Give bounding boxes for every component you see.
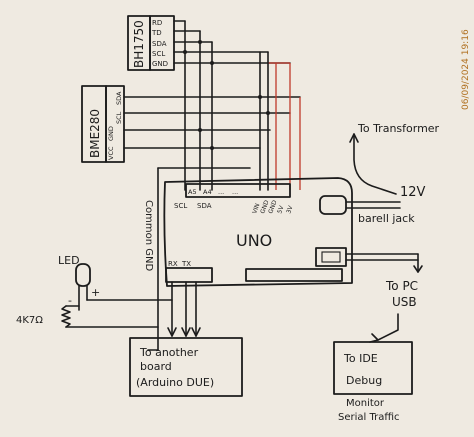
- uno-label: UNO: [236, 231, 272, 250]
- usb-connection: To PC USB: [345, 253, 423, 343]
- uno-top-header: [185, 183, 291, 198]
- photo-timestamp: 06/09/2024 19:16: [461, 29, 471, 110]
- uno-pin-rx: RX: [168, 260, 178, 268]
- uno-scl-label: SCL: [174, 202, 187, 210]
- bme280-pin-vcc: VCC: [107, 146, 115, 160]
- power-input: To Transformer 12V barell jack: [345, 122, 440, 225]
- uno-pin-dots-1: ...: [218, 188, 224, 196]
- uno-bottom-header: [245, 268, 343, 282]
- volt-12-label: 12V: [400, 185, 426, 200]
- uno-sda-label: SDA: [197, 202, 212, 210]
- uno-pin-gnd-1: GND: [259, 199, 270, 215]
- led-minus: -: [68, 294, 72, 307]
- bme280-pin-gnd: GND: [107, 126, 115, 141]
- common-gnd-wire: Common GND: [143, 167, 251, 351]
- resistor-symbol: [61, 305, 71, 328]
- led-label: LED: [58, 254, 80, 267]
- another-board: To another board (Arduino DUE): [129, 337, 243, 397]
- uno-rx-tx-header: [165, 267, 213, 283]
- ide-debug-box: [333, 341, 413, 395]
- uno-pin-3v: 3V: [285, 204, 295, 215]
- bh1750-name: BH1750: [132, 20, 146, 68]
- uno-pin-5v: 5V: [276, 204, 286, 215]
- uno-usb-port: [315, 247, 347, 267]
- ide-debug-line-1: To IDE: [343, 352, 378, 365]
- monitor-line-2: Serial Traffic: [338, 412, 400, 423]
- uno-pin-tx: TX: [181, 260, 191, 268]
- led-body: [75, 263, 91, 287]
- bme280-module: BME280 VCC GND SCL SDA: [81, 85, 125, 163]
- uno-board-outline: [163, 177, 353, 287]
- common-gnd-label: Common GND: [143, 200, 154, 271]
- bh1750-pin-rd: RD: [152, 19, 162, 27]
- resistor-label: 4K7Ω: [16, 315, 43, 326]
- uno-pin-a5: A5: [188, 188, 197, 196]
- uno-barrel-jack: [319, 195, 347, 215]
- arduino-uno: A5 A4 ... ... VIN GND GND 5V 3V SCL SDA …: [163, 177, 353, 287]
- led-plus: +: [91, 286, 100, 299]
- bme280-name: BME280: [88, 109, 102, 158]
- another-board-box: [129, 337, 243, 397]
- bh1750-pin-block: [149, 15, 175, 71]
- ide-debug-line-2: Debug: [346, 374, 382, 387]
- bh1750-pin-gnd: GND: [152, 60, 168, 68]
- bh1750-pin-scl: SCL: [152, 50, 165, 58]
- another-board-line-1: To another: [139, 346, 199, 359]
- uno-pin-dots-2: ...: [232, 188, 238, 196]
- bh1750-pin-sda: SDA: [152, 40, 167, 48]
- uno-pin-vin: VIN: [251, 203, 261, 215]
- sensor-bus-wires: [123, 20, 301, 191]
- to-transformer-label: To Transformer: [357, 122, 440, 135]
- bme280-pin-scl: SCL: [115, 111, 123, 124]
- another-board-line-2: board: [140, 360, 172, 373]
- monitor-line-1: Monitor: [346, 398, 385, 409]
- uno-pin-gnd-2: GND: [267, 199, 278, 215]
- to-pc-label: To PC: [385, 279, 418, 293]
- bh1750-pin-td: TD: [151, 29, 162, 37]
- usb-label: USB: [392, 295, 417, 309]
- serial-link-wires: [147, 281, 201, 351]
- bh1750-module: BH1750 RD TD SDA SCL GND: [127, 15, 175, 71]
- uno-pin-a4: A4: [203, 188, 212, 196]
- bme280-pin-sda: SDA: [115, 91, 123, 105]
- led-circuit: LED + 4K7Ω -: [16, 254, 173, 328]
- bme280-pin-block: [105, 85, 125, 163]
- ide-debug: To IDE Debug Monitor Serial Traffic: [333, 341, 413, 423]
- another-board-line-3: (Arduino DUE): [136, 376, 214, 389]
- barrel-jack-label: barell jack: [358, 212, 415, 225]
